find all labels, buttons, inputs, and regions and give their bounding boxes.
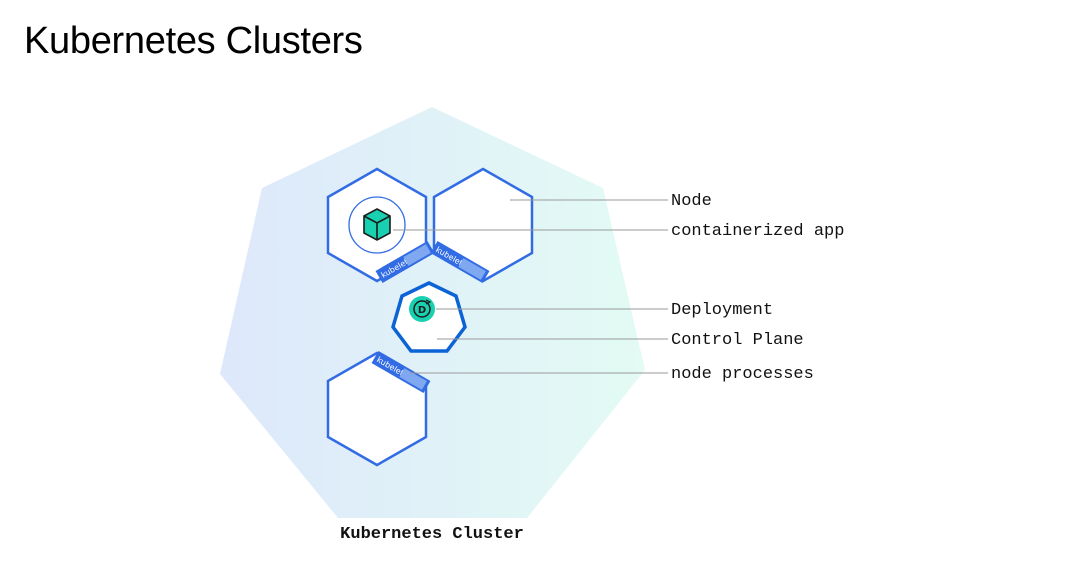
node-hexagon-3: kubelet <box>326 350 431 467</box>
callout-deployment: Deployment <box>671 301 773 320</box>
deployment-symbol: D <box>418 305 426 316</box>
node-hexagon-1: kubelet <box>326 167 435 284</box>
slide-title: Kubernetes Clusters <box>24 20 363 62</box>
cluster-label: Kubernetes Cluster <box>340 525 524 544</box>
callout-node-processes: node processes <box>671 365 814 384</box>
deployment-icon: D <box>409 296 435 322</box>
callout-node: Node <box>671 192 712 211</box>
callout-control-plane: Control Plane <box>671 331 804 350</box>
control-plane-heptagon: D <box>391 281 467 353</box>
callout-containerized-app: containerized app <box>671 222 844 241</box>
node-hexagon-2: kubelet <box>430 167 534 284</box>
cube-icon <box>363 208 391 241</box>
